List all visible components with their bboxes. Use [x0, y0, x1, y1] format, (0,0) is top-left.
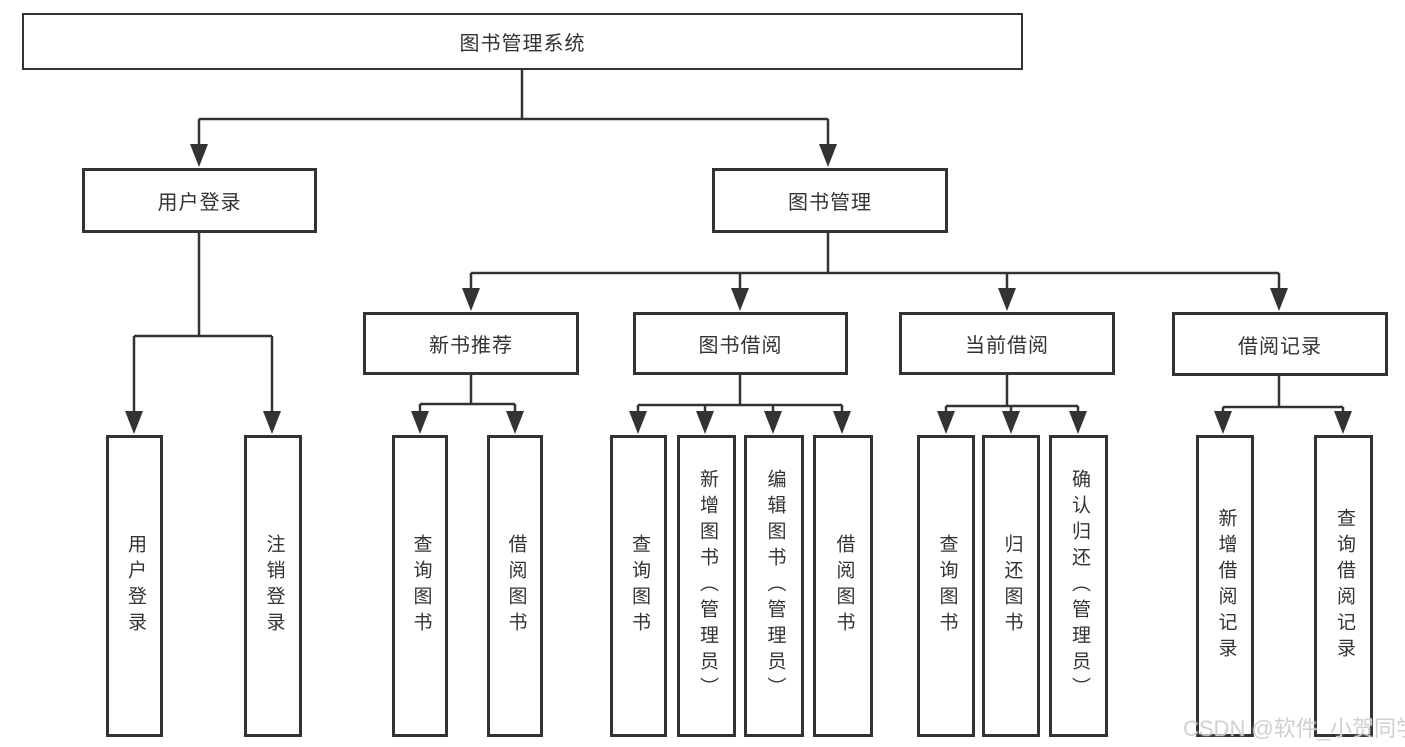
node-user-login: 用户登录: [82, 168, 317, 233]
leaf-borrow-books-recommend-label: 借阅图书: [505, 534, 527, 638]
leaf-return-book-label: 归还图书: [1001, 534, 1023, 638]
node-current-borrowing: 当前借阅: [899, 312, 1115, 375]
leaf-user-login: 用户登录: [106, 435, 163, 737]
leaf-query-books-borrowing-label: 查询图书: [628, 534, 650, 638]
leaf-edit-book-admin: 编辑图书（管理员）: [744, 435, 804, 737]
leaf-confirm-return-admin: 确认归还（管理员）: [1049, 435, 1108, 737]
leaf-query-books-current-label: 查询图书: [936, 534, 958, 638]
leaf-query-borrow-record: 查询借阅记录: [1314, 435, 1373, 737]
leaf-edit-book-admin-label: 编辑图书（管理员）: [764, 469, 786, 703]
leaf-return-book: 归还图书: [982, 435, 1040, 737]
leaf-borrow-books-recommend: 借阅图书: [487, 435, 543, 737]
watermark: CSDN @软件_小贺同学: [1183, 716, 1405, 741]
leaf-confirm-return-admin-label: 确认归还（管理员）: [1068, 469, 1090, 703]
leaf-borrow-books: 借阅图书: [813, 435, 873, 737]
leaf-add-book-admin: 新增图书（管理员）: [677, 435, 736, 737]
leaf-query-books-borrowing: 查询图书: [610, 435, 667, 737]
leaf-logout-label: 注销登录: [263, 534, 285, 638]
leaf-query-books-recommend-label: 查询图书: [410, 534, 432, 638]
leaf-query-borrow-record-label: 查询借阅记录: [1333, 508, 1355, 664]
node-library-management-system: 图书管理系统: [22, 13, 1023, 70]
leaf-add-borrow-record: 新增借阅记录: [1196, 435, 1254, 737]
leaf-query-books-current: 查询图书: [917, 435, 975, 737]
leaf-add-borrow-record-label: 新增借阅记录: [1215, 508, 1237, 664]
node-book-borrowing: 图书借阅: [633, 312, 848, 375]
leaf-borrow-books-label: 借阅图书: [833, 534, 855, 638]
node-book-management: 图书管理: [712, 168, 948, 233]
leaf-query-books-recommend: 查询图书: [392, 435, 448, 737]
leaf-user-login-label: 用户登录: [124, 534, 146, 638]
leaf-logout: 注销登录: [244, 435, 302, 737]
node-borrowing-records: 借阅记录: [1172, 312, 1388, 376]
leaf-add-book-admin-label: 新增图书（管理员）: [696, 469, 718, 703]
node-new-book-recommend: 新书推荐: [363, 312, 579, 375]
